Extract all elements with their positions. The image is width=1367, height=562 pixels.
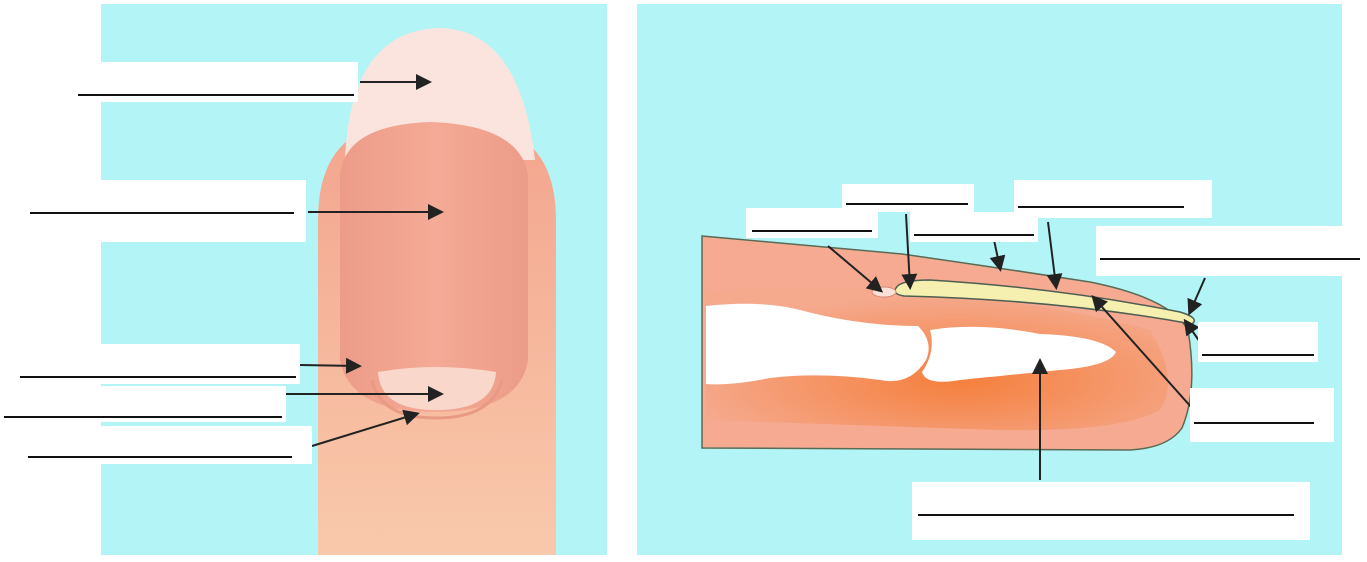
- answer-line-nail-fold: [20, 376, 296, 378]
- arrow-nail-fold: [300, 365, 358, 366]
- answer-line-hyponychium: [1202, 354, 1314, 356]
- answer-line-cuticle: [28, 456, 292, 458]
- label-box-free-edge-side: [1096, 226, 1364, 276]
- answer-line-matrix: [752, 230, 872, 232]
- label-box-cuticle-side: [842, 184, 974, 212]
- answer-line-nail-plate-side: [1018, 206, 1184, 208]
- label-box-nail-plate: [22, 180, 306, 242]
- answer-line-nail-plate: [30, 212, 294, 214]
- right-panel-cross-section: [637, 4, 1342, 555]
- label-box-matrix: [746, 208, 878, 238]
- answer-line-cuticle-side: [846, 203, 968, 205]
- answer-line-lunula: [4, 416, 282, 418]
- answer-line-free-edge-side: [1100, 258, 1360, 260]
- label-box-cuticle: [22, 426, 312, 464]
- label-box-hyponychium: [1198, 322, 1318, 362]
- label-box-nail-plate-side: [1014, 180, 1212, 218]
- label-box-lunula: [2, 386, 286, 422]
- answer-line-free-edge: [78, 94, 354, 96]
- answer-line-proximal-fold: [914, 234, 1034, 236]
- answer-line-bone: [918, 514, 1294, 516]
- label-box-nail-fold: [14, 344, 300, 384]
- answer-line-nail-bed: [1194, 422, 1314, 424]
- label-box-bone: [912, 482, 1310, 540]
- label-box-nail-bed: [1190, 388, 1334, 442]
- nail-matrix-shape: [872, 287, 896, 297]
- label-box-free-edge: [76, 62, 358, 102]
